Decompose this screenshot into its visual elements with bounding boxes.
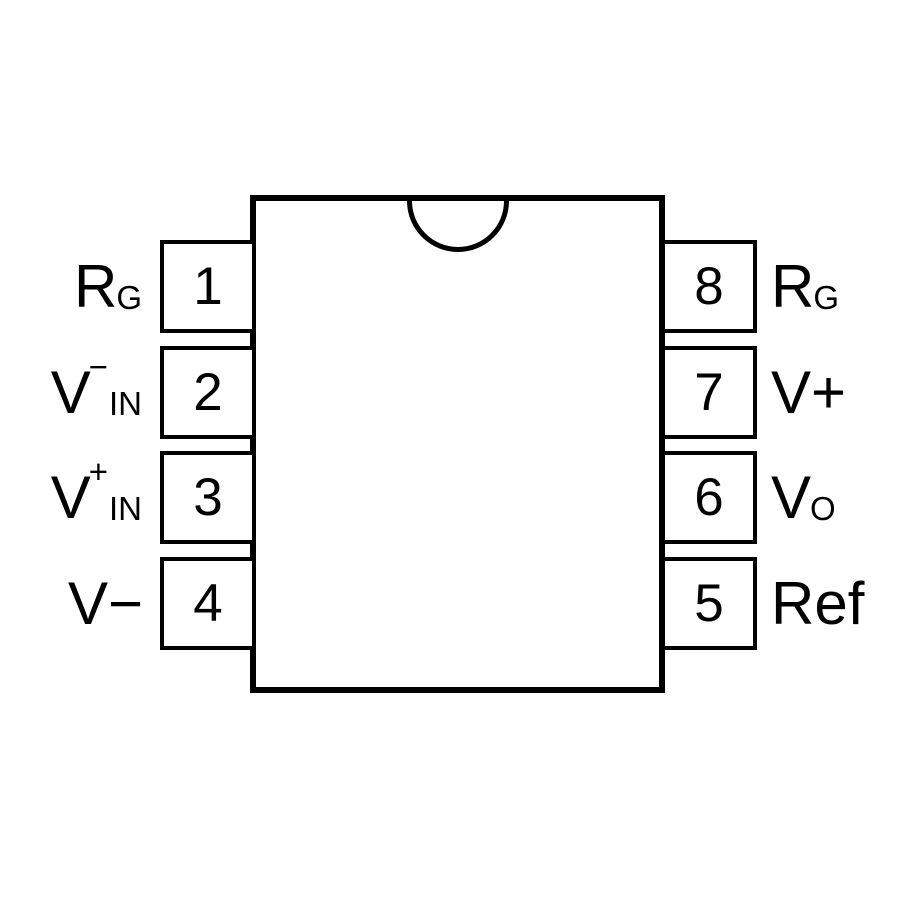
pin-label-4-base: V− [67,569,143,637]
pin-box-4: 4 [160,557,256,650]
pin-number-4: 4 [193,574,223,633]
pin-box-1: 1 [160,240,256,333]
pin-box-8: 8 [661,240,757,333]
pin-label-2-subscript: IN [109,385,142,422]
pin-label-6-subscript: O [810,490,836,527]
pin-label-3-base: V [50,463,91,531]
pin-number-7: 7 [694,363,724,422]
pin-box-3: 3 [160,451,256,544]
pin-number-3: 3 [193,468,223,527]
pin-box-5: 5 [661,557,757,650]
pin-label-2-superscript: − [88,348,108,385]
pin-label-6-base: V [771,463,812,531]
pin-label-3: V+IN [15,451,142,544]
pin-label-8-base: R [771,252,815,320]
pin-number-1: 1 [193,257,223,316]
pin-label-2-base: V [50,358,91,426]
pin-number-5: 5 [694,574,724,633]
pin-label-5-base: Ref [771,569,865,637]
ic-package-body [250,195,665,693]
pin-box-7: 7 [661,346,757,439]
pin-label-1-base: R [73,252,118,320]
pin-label-7: V+ [771,346,900,439]
pin-label-3-superscript: + [88,453,108,490]
pin-label-7-base: V+ [771,358,847,426]
pin-label-1-subscript: G [116,279,142,316]
pin-label-8-subscript: G [813,279,840,316]
pin-label-4: V− [15,557,143,650]
pin-label-2: V−IN [15,346,142,439]
pin-number-8: 8 [694,257,724,316]
pin-number-2: 2 [193,363,223,422]
pin-box-6: 6 [661,451,757,544]
pin1-indicator-notch-icon [406,201,509,252]
pin-number-6: 6 [694,468,724,527]
pin-label-5: Ref [771,557,900,650]
pin-box-2: 2 [160,346,256,439]
pin-label-3-subscript: IN [109,490,142,527]
